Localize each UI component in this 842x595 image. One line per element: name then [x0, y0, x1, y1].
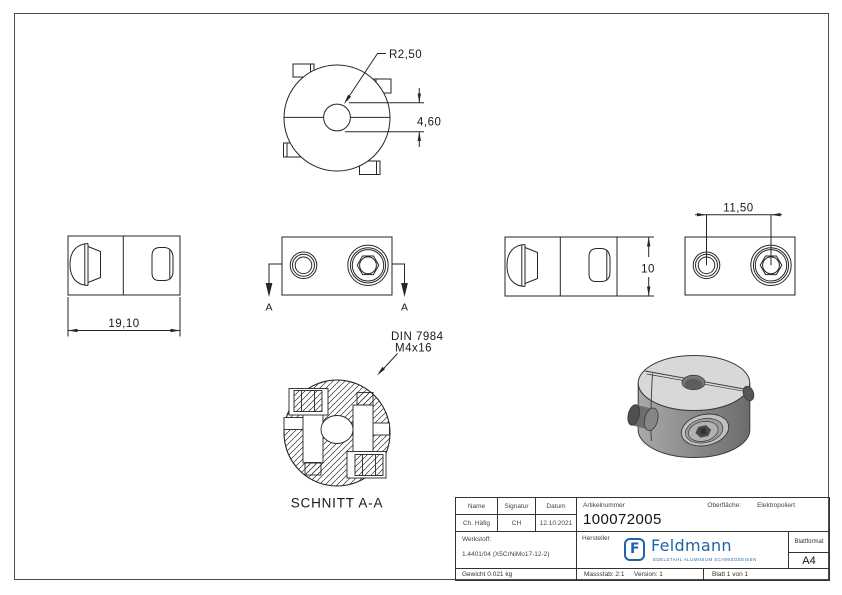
scale-cell: Massstab: 2:1 Version: 1 — [577, 569, 704, 580]
section-screw-left — [293, 390, 323, 476]
front-view-b — [684, 236, 796, 296]
format-cell: Blattformat A4 — [789, 532, 829, 569]
surface-label: Oberfläche: — [707, 502, 741, 509]
section-screw-right — [354, 392, 384, 476]
title-block: Name Signatur Datum Artikelnummer 100072… — [455, 497, 830, 581]
manufacturer-cell: Hersteller F Feldmann EDELSTAHL ALUMINIU… — [577, 532, 789, 569]
dim-width-label: 19,10 — [108, 318, 139, 330]
format-value: A4 — [802, 555, 816, 567]
surface-value: Elektropoliert — [757, 502, 795, 509]
screw-note: DIN 7984 M4x16 — [377, 331, 444, 376]
material-cell: Werkstoff: 1.4401/04 (X5CrNiMo17-12-2) — [456, 532, 577, 569]
signature-label-cell: Signatur — [498, 498, 536, 515]
scale-value: Massstab: 2:1 — [584, 571, 625, 578]
dim-slot-label: 4,60 — [417, 117, 441, 129]
feldmann-logo-icon: F — [624, 538, 645, 561]
screw-note-standard: DIN 7984 — [391, 331, 444, 343]
name-label-cell: Name — [456, 498, 498, 515]
drawing-border-frame — [14, 13, 829, 580]
height-dimension: 10 — [617, 236, 655, 297]
section-cut-line: A A — [265, 263, 408, 314]
side-view-b — [504, 236, 618, 297]
iso-view — [627, 355, 755, 458]
name-value-cell: Ch. Häfig — [456, 515, 498, 532]
front-view-shape — [281, 236, 393, 296]
iso-front-screw — [680, 413, 730, 447]
section-view — [283, 379, 391, 487]
feldmann-logo-tagline: EDELSTAHL ALUMINIUM SCHMIEDEEISEN — [653, 557, 757, 562]
article-label: Artikelnummer — [583, 502, 625, 509]
top-view: R2,50 4,60 — [283, 49, 441, 175]
section-title: SCHNITT A-A — [291, 496, 384, 511]
side-view-shape — [67, 235, 181, 296]
side-view-a-dimension: 19,10 — [67, 297, 181, 337]
article-number-cell: Artikelnummer 100072005 Oberfläche: Elek… — [577, 498, 829, 532]
section-marker-left: A — [265, 302, 272, 314]
spacing-dimension: 11,50 — [695, 203, 782, 266]
screw-note-size: M4x16 — [395, 343, 432, 355]
iso-left-screw — [627, 404, 659, 431]
feldmann-logo-text: Feldmann — [651, 536, 732, 555]
signature-value-cell: CH — [498, 515, 536, 532]
iso-right-screw-tip — [742, 385, 755, 402]
date-value-cell: 12.10.2021 — [536, 515, 577, 532]
section-marker-right: A — [401, 302, 408, 314]
dim-radius-label: R2,50 — [389, 49, 422, 61]
article-number: 100072005 — [583, 511, 662, 528]
section-center-bore — [320, 415, 354, 444]
date-label-cell: Datum — [536, 498, 577, 515]
sheet-cell: Blatt 1 von 1 — [712, 571, 749, 578]
dim-spacing-label: 11,50 — [723, 203, 753, 215]
dim-height-label: 10 — [641, 264, 655, 276]
center-bore — [323, 103, 351, 132]
version-value: Version: 1 — [634, 571, 663, 578]
weight-cell: Gewicht 0.021 kg — [456, 569, 577, 580]
material-value: 1.4401/04 (X5CrNiMo17-12-2) — [462, 551, 550, 558]
